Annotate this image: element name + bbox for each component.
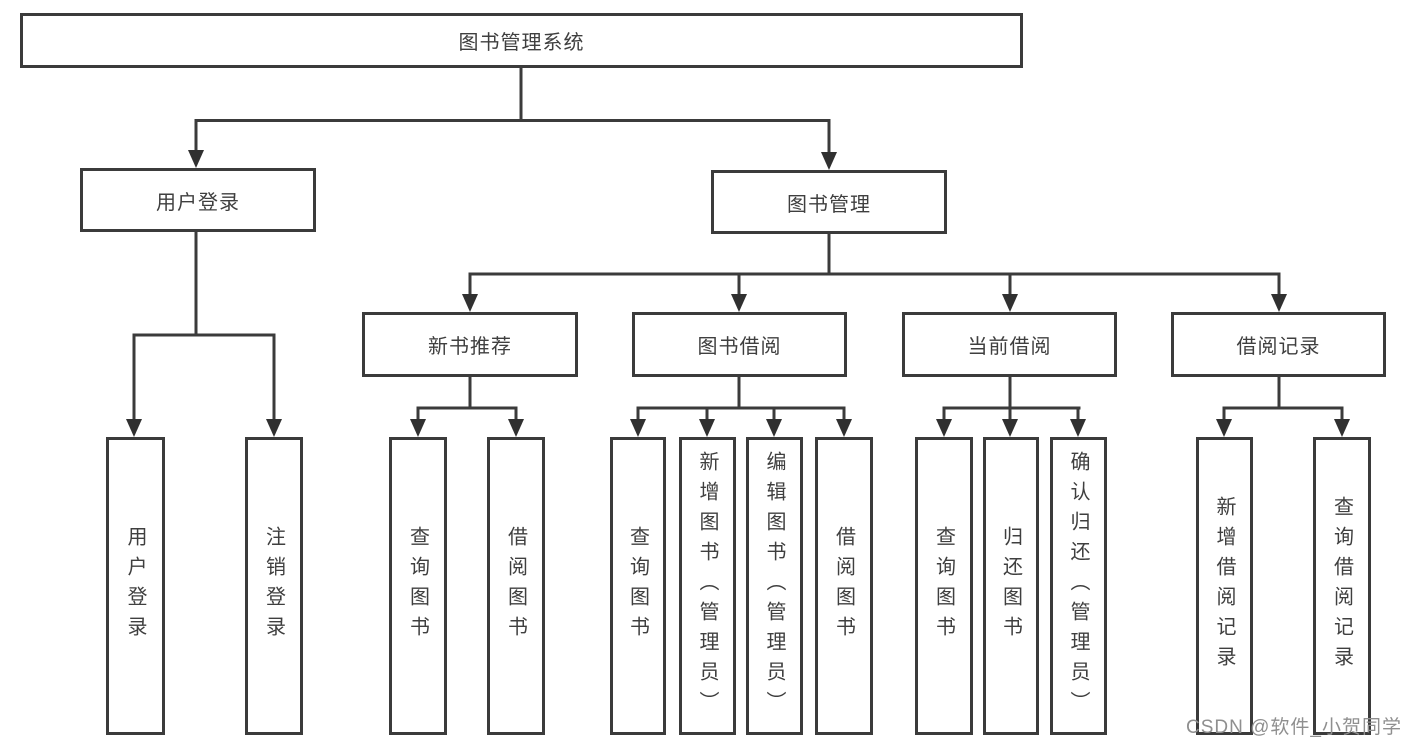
arrowheads: [126, 150, 1350, 437]
leaf-add-book-admin: 新增图书（管理员）: [679, 437, 736, 735]
node-book-management: 图书管理: [711, 170, 947, 234]
node-library-system: 图书管理系统: [20, 13, 1023, 68]
node-current-borrowing: 当前借阅: [902, 312, 1117, 377]
leaf-borrow-books-recommend: 借阅图书: [487, 437, 545, 735]
leaf-query-books-recommend: 查询图书: [389, 437, 447, 735]
leaf-query-books-current: 查询图书: [915, 437, 973, 735]
leaf-query-borrow-record: 查询借阅记录: [1313, 437, 1371, 735]
node-borrowing-records: 借阅记录: [1171, 312, 1386, 377]
node-user-login-branch: 用户登录: [80, 168, 316, 232]
leaf-return-books: 归还图书: [983, 437, 1039, 735]
node-new-book-recommend: 新书推荐: [362, 312, 578, 377]
leaf-add-borrow-record: 新增借阅记录: [1196, 437, 1253, 735]
leaf-edit-book-admin: 编辑图书（管理员）: [746, 437, 803, 735]
leaf-logout: 注销登录: [245, 437, 303, 735]
leaf-confirm-return-admin: 确认归还（管理员）: [1050, 437, 1107, 735]
leaf-borrow-books-borrowing: 借阅图书: [815, 437, 873, 735]
leaf-query-books-borrowing: 查询图书: [610, 437, 666, 735]
leaf-user-login: 用户登录: [106, 437, 165, 735]
csdn-watermark: CSDN @软件_小贺同学: [1186, 717, 1402, 738]
node-book-borrowing: 图书借阅: [632, 312, 847, 377]
